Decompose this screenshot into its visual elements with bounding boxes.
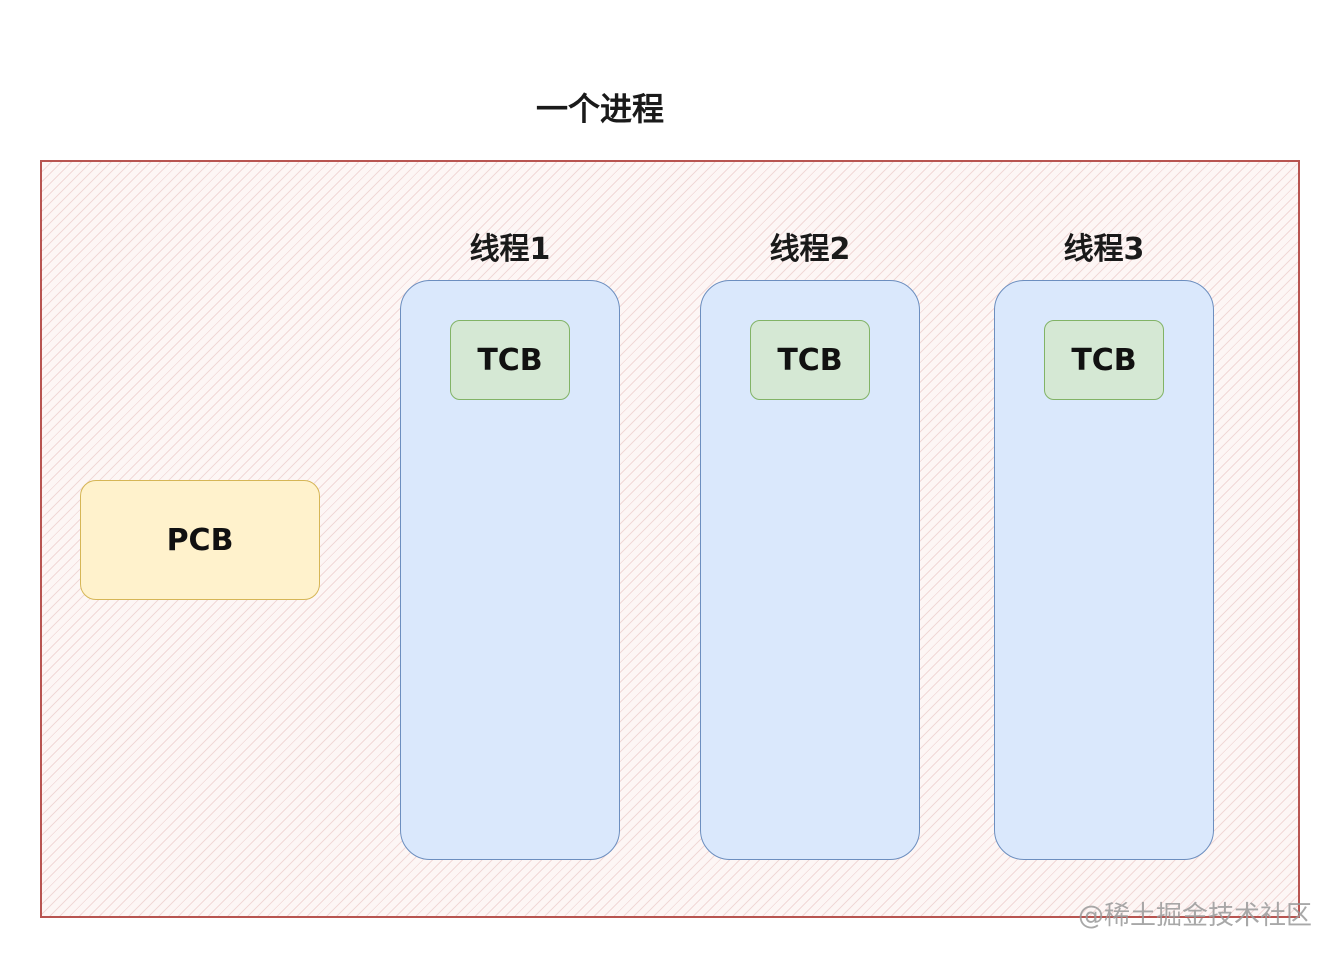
process-title: 一个进程 — [535, 90, 664, 128]
thread-2-block: TCB — [700, 280, 920, 860]
thread-1-label: 线程1 — [469, 232, 551, 267]
watermark: @稀土掘金技术社区 — [1077, 901, 1312, 931]
thread-3-label: 线程3 — [1063, 232, 1145, 267]
thread-3-block: TCB — [994, 280, 1214, 860]
thread-1-block: TCB — [400, 280, 620, 860]
thread-1-tcb-label: TCB — [477, 342, 543, 378]
thread-2-label: 线程2 — [769, 232, 851, 267]
thread-3-tcb-block: TCB — [1044, 320, 1164, 400]
pcb-label: PCB — [166, 522, 234, 558]
thread-2-tcb-label: TCB — [777, 342, 843, 378]
thread-2-tcb-block: TCB — [750, 320, 870, 400]
pcb-block: PCB — [80, 480, 320, 600]
thread-3-tcb-label: TCB — [1071, 342, 1137, 378]
thread-1-tcb-block: TCB — [450, 320, 570, 400]
